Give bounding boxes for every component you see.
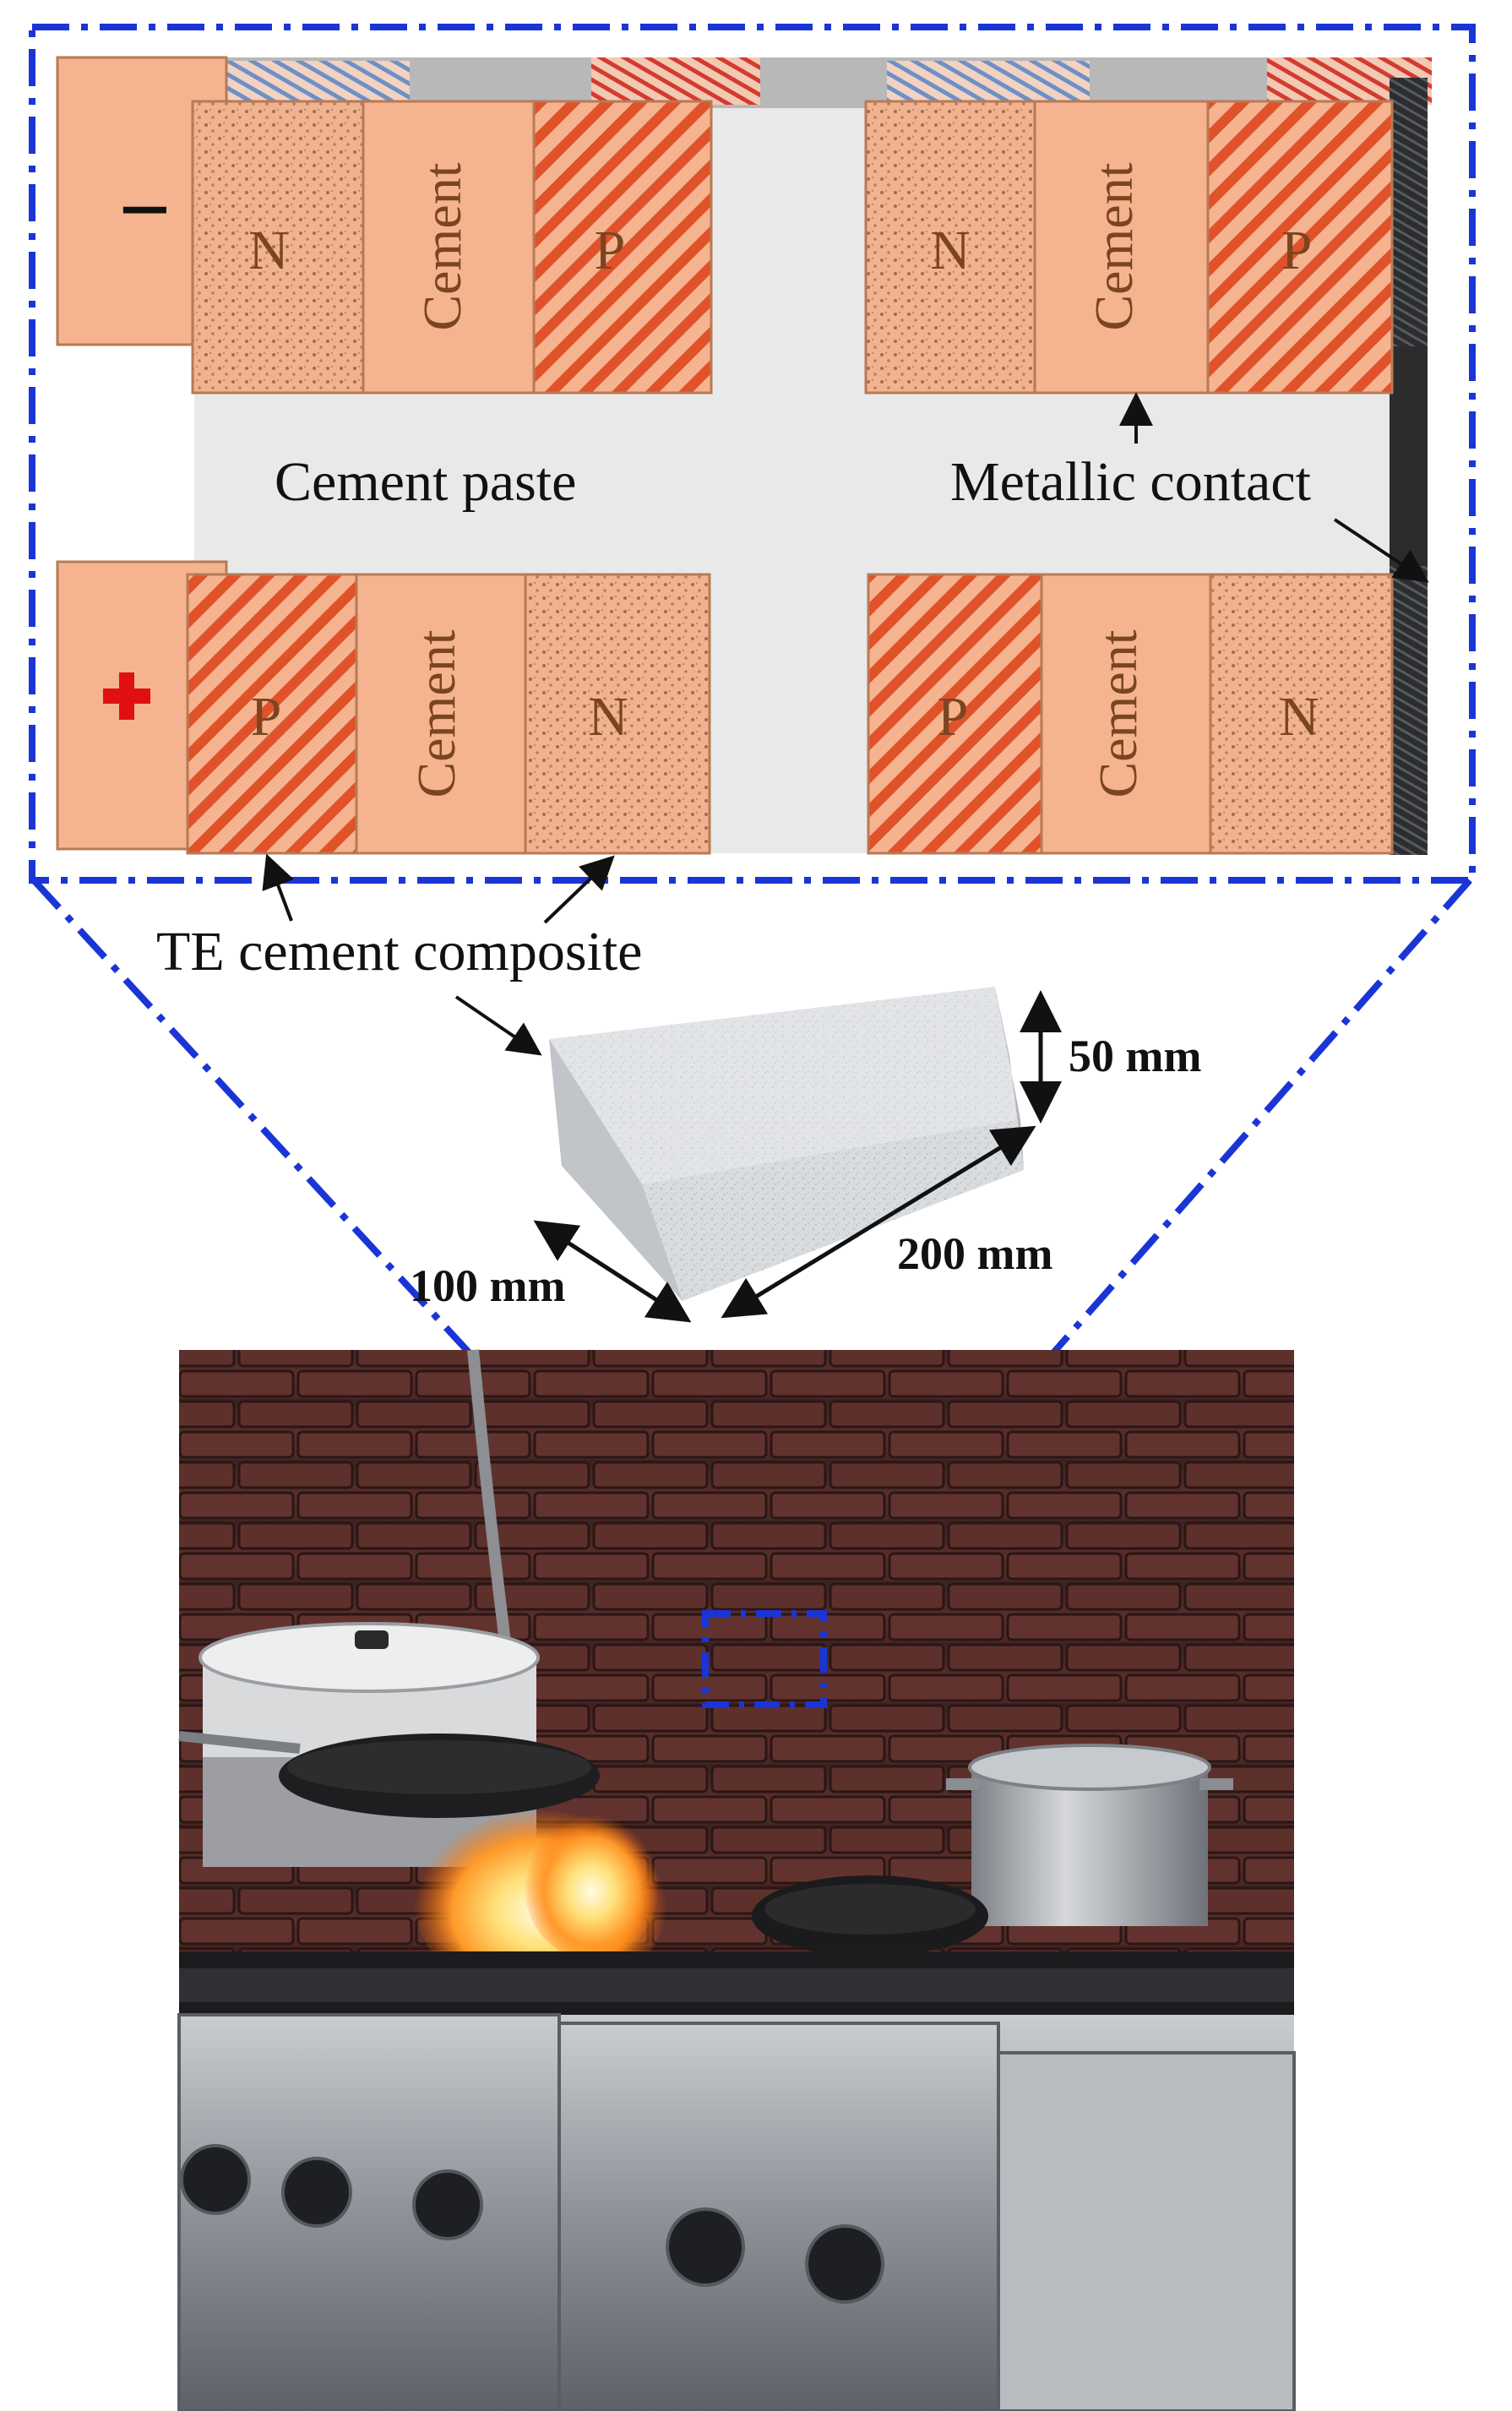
- dim-length-label: 200 mm: [897, 1228, 1052, 1279]
- module-top-left: N Cement P: [191, 100, 713, 395]
- dim-length-arrow: [721, 1125, 1036, 1319]
- module-bottom-right: P Cement N: [867, 573, 1394, 855]
- metallic-contact-label: Metallic contact: [950, 451, 1311, 513]
- dim-width-label: 100 mm: [410, 1260, 565, 1311]
- seg-n: N: [588, 686, 628, 748]
- arrow-te-brick: [454, 995, 542, 1056]
- dim-width-arrow: [533, 1220, 692, 1323]
- seg-cement: Cement: [412, 162, 472, 330]
- dim-height-label: 50 mm: [1069, 1031, 1201, 1081]
- module-top-right: N Cement P: [864, 100, 1394, 395]
- seg-p: P: [1281, 220, 1313, 281]
- plus-icon: [103, 672, 150, 720]
- cement-paste-label: Cement paste: [275, 451, 576, 513]
- steel-pot: [946, 1744, 1233, 1926]
- seg-cement: Cement: [1084, 162, 1144, 330]
- negative-sign: −: [118, 158, 171, 261]
- seg-cement: Cement: [1088, 629, 1148, 797]
- seg-n: N: [930, 220, 971, 281]
- te-module-panel: − N Cement P N Cement P: [29, 24, 1476, 884]
- frying-pan: [178, 1731, 600, 1818]
- seg-n: N: [1279, 686, 1319, 748]
- seg-n: N: [248, 220, 289, 281]
- zoom-target: [702, 1610, 827, 1708]
- seg-p: P: [938, 686, 969, 748]
- module-bottom-left: P Cement N: [186, 573, 711, 855]
- arrow-te-2: [543, 855, 615, 924]
- seg-p: P: [251, 686, 282, 748]
- seg-cement: Cement: [406, 629, 466, 797]
- arrow-te-1: [262, 853, 294, 922]
- seg-p: P: [595, 220, 626, 281]
- stove-knobs: [180, 2144, 884, 2304]
- te-composite-label: TE cement composite: [156, 921, 642, 982]
- arrow-metallic-contact-side: [1333, 518, 1429, 583]
- kitchen-photo: [177, 1349, 1296, 2411]
